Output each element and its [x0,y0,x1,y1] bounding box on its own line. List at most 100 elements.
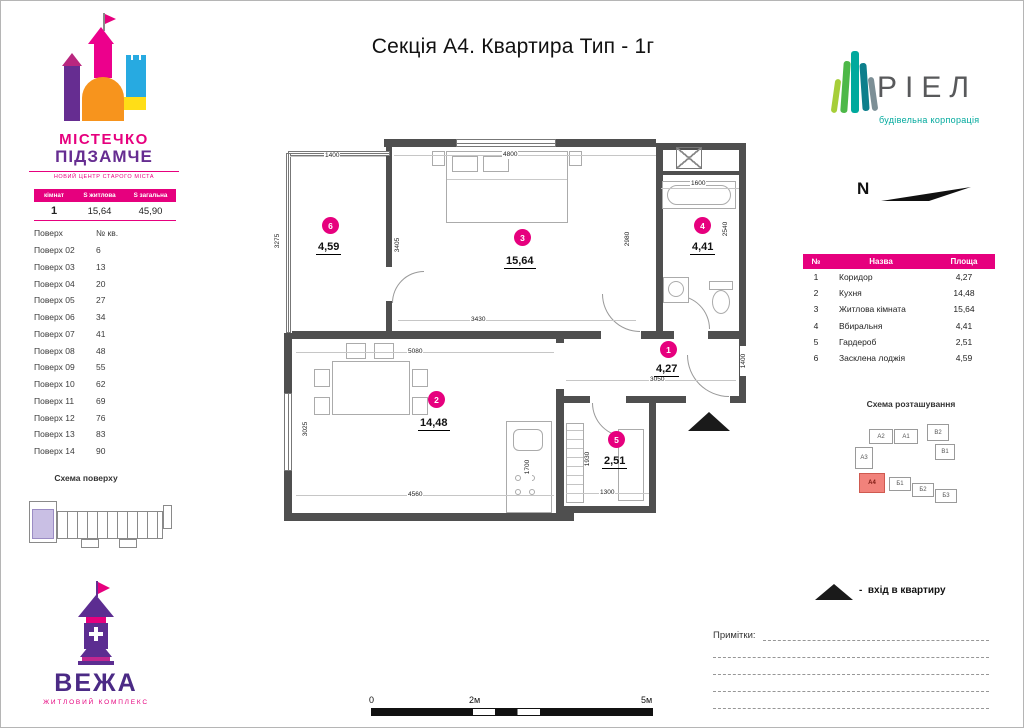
dim-line [398,320,636,321]
dim-1930-wardrobe: 1930 [584,444,592,474]
notes-line [713,691,989,692]
stove-burner [515,475,521,481]
apt-number: 48 [96,345,106,356]
floor-label: Поверх 12 [34,412,75,423]
tower-flag [98,582,110,594]
room-area-1: 4,27 [654,363,680,377]
apt-number: 90 [96,446,106,457]
floor-label: Поверх 07 [34,328,75,339]
scale-bar-strip [371,708,653,716]
room-num: 6 [813,353,819,364]
wall-corridor-kitchen [556,339,564,519]
floor-scheme-minimap [25,487,175,572]
scheme-strip [57,511,163,539]
wall-lower-horizontal [564,396,746,403]
stove-burner [529,489,535,495]
door-opening-entrance [686,396,730,403]
location-block-v2: В2 [927,424,949,441]
toilet-tank [709,281,733,290]
rooms-table-header: № Назва Площа [803,254,995,269]
apt-number: 20 [96,278,106,289]
room-area-2: 14,48 [418,417,450,431]
room-name: Кухня [839,288,862,299]
notes-line [713,657,989,658]
pidzamche-tagline: НОВИЙ ЦЕНТР СТАРОГО МІСТА [29,171,179,180]
notes-line [713,674,989,675]
vent-shaft-icon [676,147,702,169]
summary-table-header: кімнат S житлова S загальна [34,189,176,202]
floor-label: Поверх 08 [34,345,75,356]
summary-living-area: 15,64 [87,205,112,217]
riel-leaf-icon [823,39,879,129]
door-arc-living [602,294,640,332]
summary-header-rooms: кімнат [44,192,64,199]
location-scheme-label: Схема розташування [866,399,956,409]
window-kitchen-left [284,393,292,471]
dim-1600-shaft: 1600 [690,180,707,188]
wall-mid-horizontal [292,331,739,339]
riel-name: РІЕЛ [877,71,978,104]
dim-line [394,155,656,156]
dim-3405-divider: 3405 [394,230,402,260]
room-area: 15,64 [953,304,975,315]
pidzamche-name-line1: МІСТЕЧКО [59,131,149,148]
wall-shaft-top [656,143,746,150]
dim-2980-living: 2980 [624,224,632,254]
floor-plan: 1400 4800 1600 3275 3405 2980 2540 3430 … [266,131,776,531]
vezha-tagline: ЖИТЛОВИЙ КОМПЛЕКС [43,699,149,706]
castle-flag [105,14,116,24]
room-name: Коридор [839,272,873,283]
chair [314,397,330,415]
tower-flare [80,647,112,657]
room-area-3: 15,64 [504,255,536,269]
dim-line [661,188,739,189]
door-arc-entrance [687,355,729,397]
scale-label-5m: 5м [641,695,653,705]
floor-label: Поверх 10 [34,379,75,390]
floor-label: Поверх 11 [34,395,75,406]
apt-number: 13 [96,261,106,272]
dim-5080-kitchen-top: 5080 [407,348,424,356]
tower-base-2 [78,661,114,665]
tower-flag-pole [96,581,98,597]
location-block-a2: А2 [869,429,893,444]
floor-label: Поверх 06 [34,312,75,323]
dim-line [296,495,554,496]
bed-blanket-line [447,179,567,180]
room-name: Засклена лоджія [839,353,906,364]
tower-window-h [89,632,103,636]
north-arrow-icon [881,187,971,201]
room-marker-2: 2 [428,391,445,408]
wall-loggia-divider [386,147,392,337]
room-area-4: 4,41 [690,241,716,255]
castle-gate-arch [82,77,124,121]
pillow [452,156,478,172]
apt-number: 83 [96,429,106,440]
location-scheme: А2 А1 В2 А3 В1 А4 Б1 Б2 Б3 [847,421,972,513]
floor-label: Поверх 09 [34,362,75,373]
scheme-stub-1 [81,539,99,548]
room-name: Житлова кімната [839,304,906,315]
summary-header-total-area: S загальна [133,192,168,199]
pidzamche-name-line2: ПІДЗАМЧЕ [55,147,153,166]
chair [412,369,428,387]
dim-2540-bathroom: 2540 [722,214,730,244]
door-arc-balcony [392,271,424,303]
vezha-name: ВЕЖА [54,669,138,697]
wall-right-outer [739,143,746,403]
room-num: 5 [813,336,819,347]
chair [412,397,428,415]
location-block-a4-highlighted: А4 [859,473,885,493]
entrance-arrow-icon [815,584,853,600]
toilet-bowl [712,290,730,314]
floors-list-header: Поверх № кв. [34,225,144,242]
castle-icon [29,13,179,125]
